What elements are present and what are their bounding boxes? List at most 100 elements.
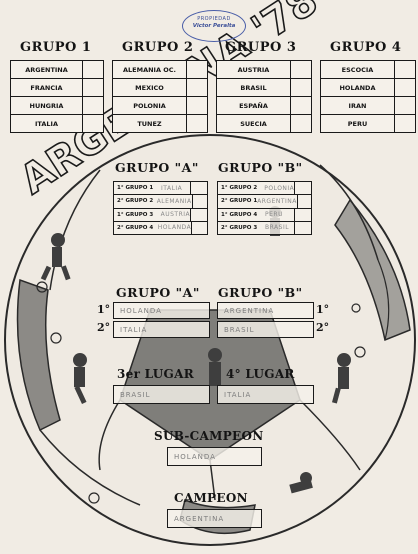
score-cell[interactable]	[186, 115, 207, 132]
handwritten-team: HOLANDA	[157, 224, 192, 232]
score-cell[interactable]	[186, 79, 207, 96]
score-cell[interactable]	[290, 79, 311, 96]
score-cell[interactable]	[186, 97, 207, 114]
score-cell[interactable]	[290, 115, 311, 132]
team-name: ITALIA	[35, 119, 58, 128]
group-3-title: GRUPO 3	[225, 40, 297, 55]
group-a-second-field[interactable]: ITALIA	[113, 321, 210, 338]
slot-label: 1° GRUPO 4	[221, 211, 258, 218]
handwritten-team: ARGENTINA	[257, 197, 297, 205]
score-cell[interactable]	[190, 182, 207, 195]
group-b-first-field[interactable]: ARGENTINA	[217, 302, 314, 319]
team-row: PERU	[321, 115, 415, 132]
team-name: MEXICO	[135, 83, 164, 92]
handwritten-team: ALEMANIA	[156, 197, 192, 205]
group-2-table: ALEMANIA OC. MEXICO POLONIA TUNEZ	[112, 60, 208, 133]
team-row: ITALIA	[11, 115, 103, 132]
score-cell[interactable]	[82, 115, 103, 132]
handwritten-team: BRASIL	[265, 224, 290, 232]
group-3-table: AUSTRIA BRASIL ESPAÑA SUECIA	[216, 60, 312, 133]
team-name: ESCOCIA	[341, 65, 374, 74]
team-name: HOLANDA	[339, 83, 376, 92]
group-2-title: GRUPO 2	[122, 40, 194, 55]
team-name: POLONIA	[133, 101, 166, 110]
slot-label: 1° GRUPO 1	[117, 185, 154, 192]
final-group-b-title: GRUPO "B"	[218, 285, 303, 300]
team-row: POLONIA	[113, 97, 207, 115]
score-cell[interactable]	[294, 182, 311, 195]
slot-label: 1° GRUPO 3	[117, 211, 154, 218]
team-name: AUSTRIA	[237, 65, 270, 74]
team-name: TUNEZ	[137, 119, 162, 128]
score-cell[interactable]	[82, 79, 103, 96]
second-place-label-b: 2°	[316, 321, 330, 334]
slot-label: 2° GRUPO 2	[117, 198, 154, 205]
slot-label: 2° GRUPO 1	[221, 198, 258, 205]
first-place-label-b: 1°	[316, 303, 330, 316]
team-name: ARGENTINA	[25, 65, 68, 74]
champion-title: CAMPEON	[174, 491, 248, 505]
third-place-field[interactable]: BRASIL	[113, 385, 210, 404]
score-cell[interactable]	[82, 97, 103, 114]
team-row: ESPAÑA	[217, 97, 311, 115]
fourth-place-field[interactable]: ITALIA	[217, 385, 314, 404]
team-name: ESPAÑA	[239, 101, 268, 110]
team-row: SUECIA	[217, 115, 311, 132]
score-cell[interactable]	[394, 61, 415, 78]
team-name: ALEMANIA OC.	[122, 65, 177, 74]
second-place-label-a: 2°	[97, 321, 111, 334]
score-cell[interactable]	[294, 208, 311, 221]
slot-label: 1° GRUPO 2	[221, 185, 258, 192]
group-a-first-field[interactable]: HOLANDA	[113, 302, 210, 319]
slot-row: 1° GRUPO 4 PERU	[218, 208, 311, 222]
score-cell[interactable]	[394, 97, 415, 114]
score-cell[interactable]	[190, 208, 207, 221]
first-place-label-a: 1°	[97, 303, 111, 316]
final-group-a-title: GRUPO "A"	[116, 285, 200, 300]
team-name: PERU	[347, 119, 368, 128]
group-4-table: ESCOCIA HOLANDA IRAN PERU	[320, 60, 416, 133]
slot-label: 2° GRUPO 4	[117, 224, 154, 231]
third-place-title: 3er LUGAR	[117, 367, 194, 381]
score-cell[interactable]	[191, 195, 207, 208]
score-cell[interactable]	[191, 221, 207, 234]
second-round-group-b-title: GRUPO "B"	[218, 160, 303, 175]
stamp-line-2: Victor Peralta	[192, 22, 236, 29]
team-row: HUNGRIA	[11, 97, 103, 115]
slot-label: 2° GRUPO 3	[221, 224, 258, 231]
score-cell[interactable]	[296, 195, 311, 208]
stamp-line-1: PROPIEDAD	[197, 16, 231, 22]
score-cell[interactable]	[186, 61, 207, 78]
team-name: SUECIA	[240, 119, 267, 128]
team-row: ESCOCIA	[321, 61, 415, 79]
team-row: HOLANDA	[321, 79, 415, 97]
score-cell[interactable]	[294, 221, 311, 234]
slot-row: 2° GRUPO 3 BRASIL	[218, 221, 311, 234]
score-cell[interactable]	[394, 79, 415, 96]
score-cell[interactable]	[290, 97, 311, 114]
runner-up-field[interactable]: HOLANDA	[167, 447, 262, 466]
group-4-title: GRUPO 4	[330, 40, 402, 55]
fourth-place-title: 4° LUGAR	[226, 367, 295, 381]
handwritten-team: PERU	[265, 211, 283, 219]
score-cell[interactable]	[290, 61, 311, 78]
score-cell[interactable]	[82, 61, 103, 78]
owner-stamp: PROPIEDAD Victor Peralta	[182, 10, 246, 42]
team-row: IRAN	[321, 97, 415, 115]
team-name: IRAN	[348, 101, 367, 110]
handwritten-team: AUSTRIA	[160, 211, 191, 219]
score-cell[interactable]	[394, 115, 415, 132]
team-row: TUNEZ	[113, 115, 207, 132]
group-1-table: ARGENTINA FRANCIA HUNGRIA ITALIA	[10, 60, 104, 133]
team-row: FRANCIA	[11, 79, 103, 97]
group-b-second-field[interactable]: BRASIL	[217, 321, 314, 338]
champion-field[interactable]: ARGENTINA	[167, 509, 262, 528]
second-round-group-a-title: GRUPO "A"	[115, 160, 199, 175]
